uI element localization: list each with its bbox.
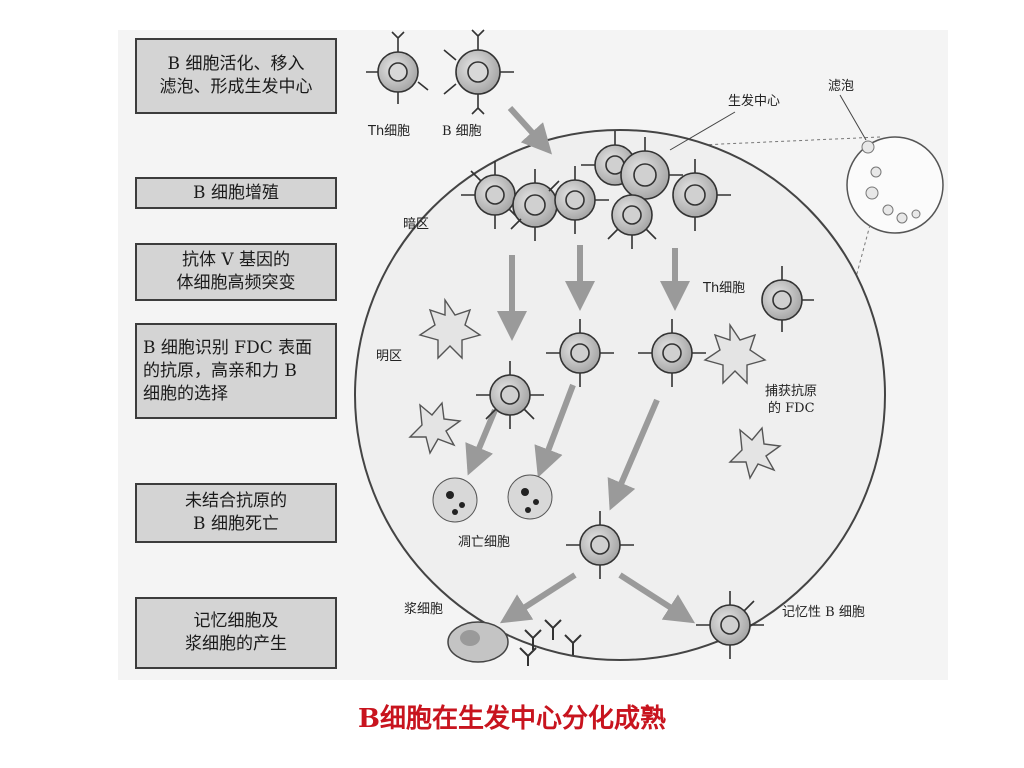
dark-zone-cell-7 (672, 159, 731, 231)
light-zone-cell-3 (638, 319, 706, 387)
follicle-leader (839, 94, 867, 141)
plasma-cell (447, 619, 582, 666)
b-cell-label: B 细胞 (442, 124, 482, 139)
follicle-label: 滤泡 (828, 79, 854, 94)
germinal-center-leader (669, 111, 736, 151)
step-box-hypermutation: 抗体 V 基因的 体细胞高频突变 (135, 243, 337, 301)
flow-arrows (465, 105, 696, 624)
memory-b-cell (696, 591, 764, 659)
dark-zone-cell-1 (461, 161, 520, 229)
fdc-lower-left (408, 401, 462, 455)
follicle-circle (846, 136, 944, 234)
b-cell-top (443, 29, 514, 115)
fdc-light-zone (418, 297, 482, 360)
fdc-cells (408, 297, 782, 480)
selected-b-cell (566, 511, 634, 579)
dark-zone-cell-6 (607, 194, 657, 249)
light-zone-cell-1 (476, 361, 544, 429)
step-box-apoptosis: 未结合抗原的 B 细胞死亡 (135, 483, 337, 543)
apoptotic-label: 凋亡细胞 (458, 535, 510, 550)
dark-zone-label: 暗区 (403, 217, 429, 232)
light-zone-cell-2 (546, 319, 614, 387)
fdc-antigen-capturing (703, 322, 767, 385)
step-box-activation: B 细胞活化、移入 滤泡、形成生发中心 (135, 38, 337, 114)
fdc-label-line2: 的 FDC (768, 400, 815, 416)
th-cell-inner-label: Th细胞 (702, 281, 745, 296)
germinal-center-circle (354, 129, 886, 661)
figure-caption: B细胞在生发中心分化成熟 (358, 704, 666, 734)
th-cell-inner (761, 266, 814, 332)
fdc-label-line1: 捕获抗原 (765, 383, 817, 399)
fdc-lower-right (728, 426, 782, 480)
plasma-label: 浆细胞 (404, 602, 443, 617)
dark-zone-cell-2 (510, 169, 560, 241)
apoptotic-cells (432, 474, 553, 523)
dark-zone-cell-3 (554, 166, 609, 234)
step-box-differentiation: 记忆细胞及 浆细胞的产生 (135, 597, 337, 669)
light-zone-label: 明区 (376, 349, 402, 364)
germinal-center-label: 生发中心 (728, 93, 780, 109)
step-box-selection: B 细胞识别 FDC 表面 的抗原，高亲和力 B 细胞的选择 (135, 323, 337, 419)
memory-label: 记忆性 B 细胞 (782, 604, 865, 620)
step-box-proliferation: B 细胞增殖 (135, 177, 337, 209)
b-cells (366, 29, 814, 659)
th-cell-top (366, 31, 429, 104)
follicle-cells (861, 140, 921, 224)
th-cell-label: Th细胞 (367, 124, 410, 139)
